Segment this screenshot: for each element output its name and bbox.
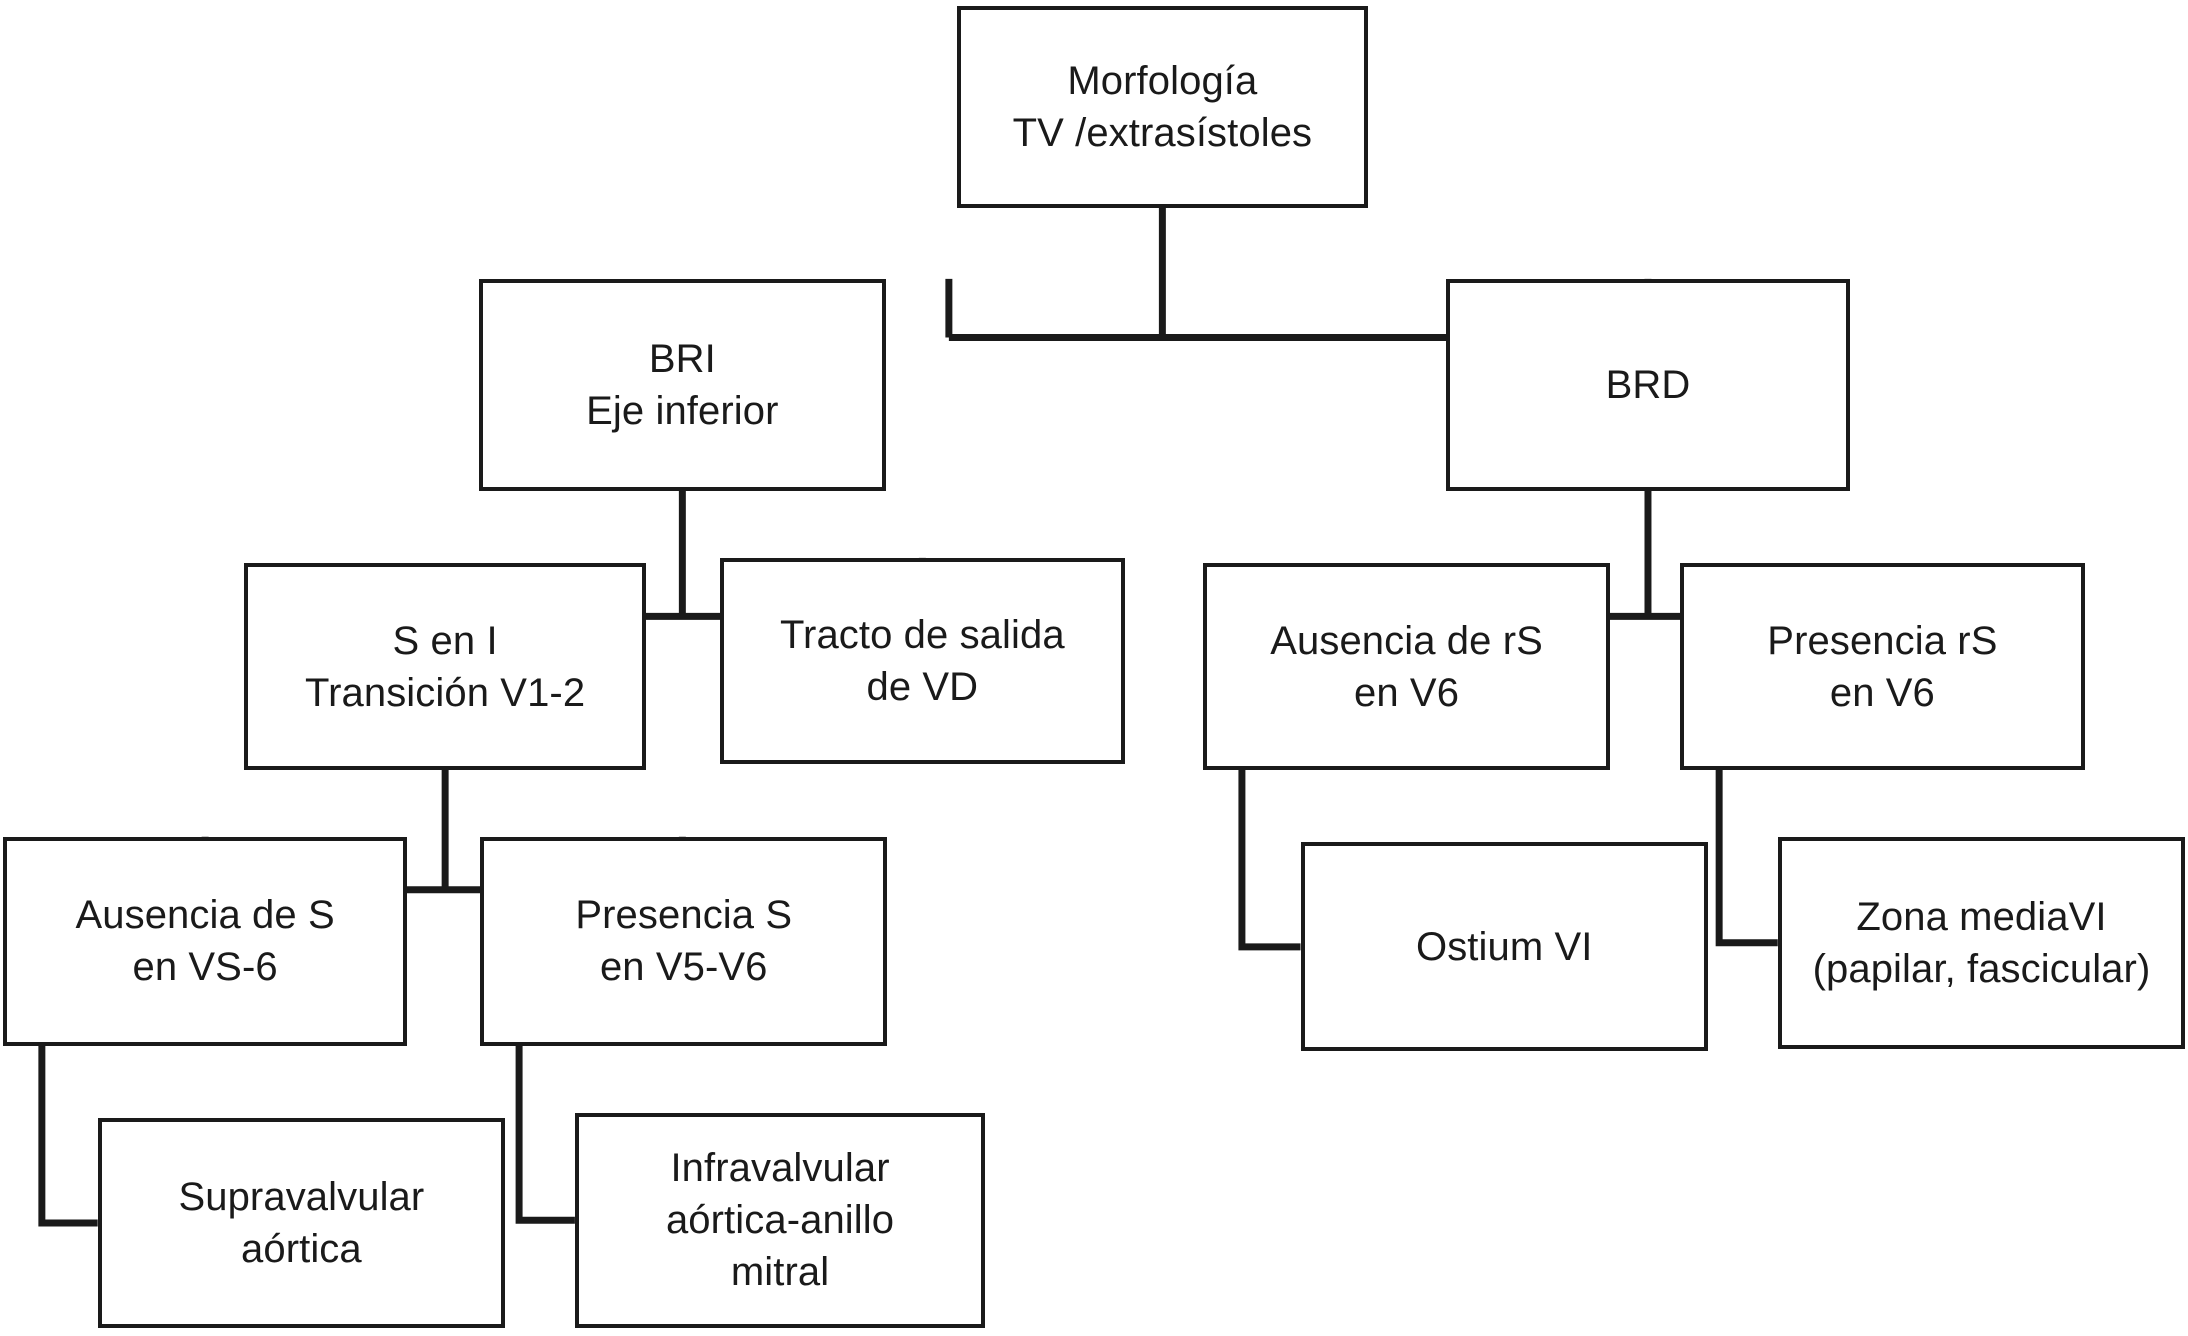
node-presencia-s-en-v5-v6[interactable]: Presencia S en V5-V6 <box>480 836 888 1046</box>
node-infravalvular-aortica-anillo-mitral[interactable]: Infravalvular aórtica-anillo mitral <box>574 1112 986 1328</box>
node-supravalvular-aortica[interactable]: Supravalvular aórtica <box>97 1118 506 1328</box>
node-label: BRD <box>1605 362 1691 407</box>
node-label: Ostium VI <box>1415 924 1593 969</box>
node-label: Presencia S en V5-V6 <box>575 893 793 990</box>
node-ostium-vi[interactable]: Ostium VI <box>1300 842 1708 1052</box>
node-zona-media-vi[interactable]: Zona mediaVI (papilar, fascicular) <box>1777 836 2186 1049</box>
node-label: Supravalvular aórtica <box>178 1175 425 1272</box>
edge-presencia-rs-to-zona-media <box>1715 769 1778 947</box>
node-ausencia-de-s-en-vs-6[interactable]: Ausencia de S en VS-6 <box>2 836 408 1046</box>
node-tracto-salida-vd[interactable]: Tracto de salida de VD <box>720 557 1125 765</box>
node-label: Ausencia de rS en V6 <box>1270 618 1543 715</box>
node-label: Tracto de salida de VD <box>779 613 1065 710</box>
edge-ausencia-rs-to-ostium <box>1238 769 1301 951</box>
edge-presencia-s-to-infravalvular <box>515 1045 575 1224</box>
node-label: Morfología TV /extrasístoles <box>1012 58 1313 155</box>
node-label: BRI Eje inferior <box>586 336 779 433</box>
node-label: Ausencia de S en VS-6 <box>75 893 335 990</box>
node-label: S en I Transición V1-2 <box>305 618 586 715</box>
edge-ausencia-s-to-supravalvular <box>38 1045 98 1227</box>
node-presencia-rs-en-v6[interactable]: Presencia rS en V6 <box>1680 563 2085 770</box>
node-label: Presencia rS en V6 <box>1767 618 1998 715</box>
node-s-en-i-transicion-v1-2[interactable]: S en I Transición V1-2 <box>244 563 647 770</box>
node-morfologia-tv-extrasistoles[interactable]: Morfología TV /extrasístoles <box>957 5 1368 208</box>
node-brd[interactable]: BRD <box>1445 278 1851 491</box>
node-ausencia-de-rs-en-v6[interactable]: Ausencia de rS en V6 <box>1202 563 1611 770</box>
node-label: Zona mediaVI (papilar, fascicular) <box>1812 894 2151 991</box>
node-label: Infravalvular aórtica-anillo mitral <box>665 1146 895 1295</box>
node-bri-eje-inferior[interactable]: BRI Eje inferior <box>478 278 887 491</box>
